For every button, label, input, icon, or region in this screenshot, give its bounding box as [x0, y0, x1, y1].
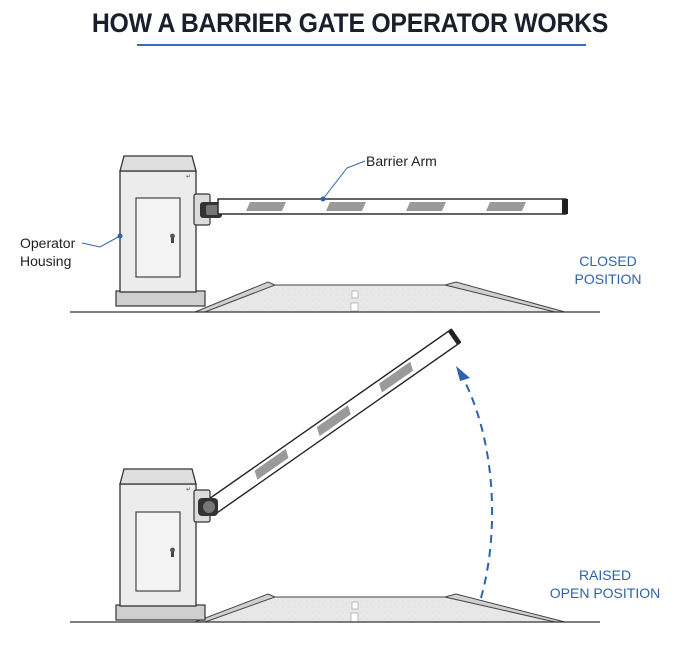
- raised-position-label: RAISED OPEN POSITION: [548, 566, 662, 602]
- arm-mount-open: [193, 489, 218, 523]
- operator-housing-label: Operator Housing: [20, 234, 75, 270]
- operator-housing-label-line1: Operator: [20, 235, 76, 251]
- open-scene: ↵: [70, 328, 600, 623]
- operator-housing-closed: ↵: [115, 155, 206, 307]
- closed-position-label: CLOSED POSITION: [566, 252, 650, 288]
- page-title: HOW A BARRIER GATE OPERATOR WORKS: [91, 8, 609, 38]
- barrier-arm-open: [204, 328, 462, 516]
- closed-position-label-line2: POSITION: [574, 271, 642, 287]
- closed-position-label-line1: CLOSED: [579, 253, 637, 269]
- road-open: [70, 593, 600, 623]
- barrier-arm-callout: [320, 160, 366, 202]
- operator-housing-callout: [81, 233, 123, 248]
- arm-mount-closed: [193, 193, 222, 226]
- svg-text:↵: ↵: [186, 486, 191, 493]
- raised-position-label-line1: RAISED: [578, 567, 632, 583]
- raise-motion-arrow: [456, 366, 494, 599]
- road-closed: [70, 281, 600, 313]
- operator-housing-label-line2: Housing: [20, 253, 72, 269]
- operator-housing-open: ↵: [115, 468, 206, 621]
- barrier-arm-label: Barrier Arm: [366, 153, 437, 169]
- closed-scene: ↵: [70, 155, 600, 313]
- svg-text:↵: ↵: [186, 173, 191, 180]
- barrier-arm-closed: [217, 198, 568, 215]
- raised-position-label-line2: OPEN POSITION: [549, 585, 661, 601]
